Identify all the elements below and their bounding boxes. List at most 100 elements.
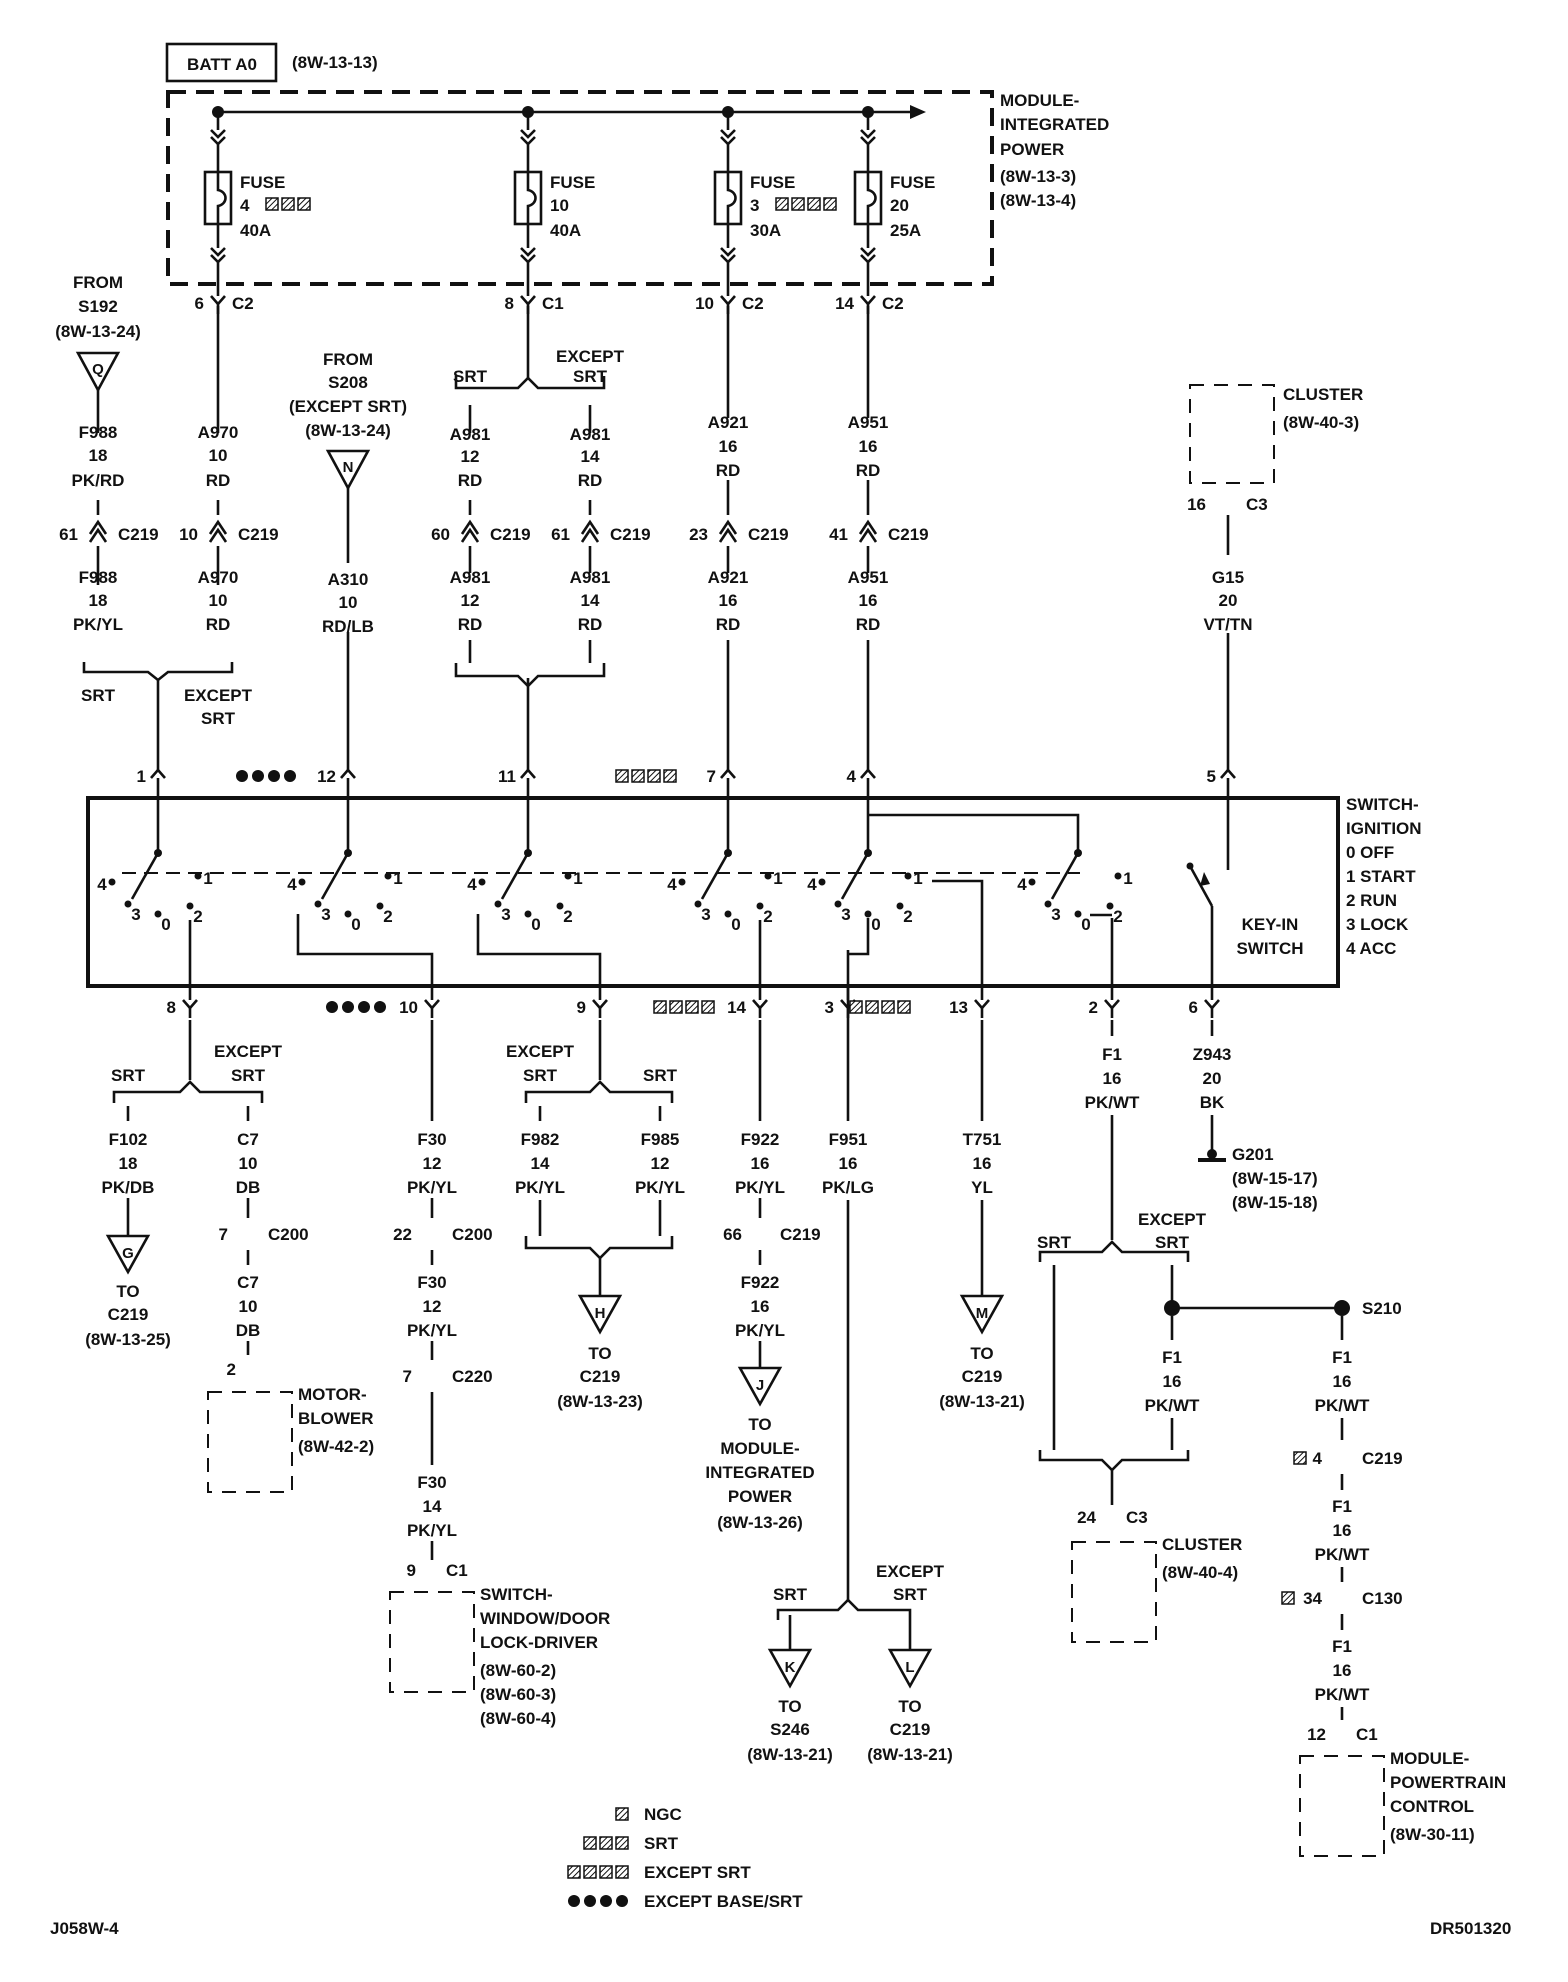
- svg-text:(8W-13-4): (8W-13-4): [1000, 191, 1076, 210]
- svg-text:(8W-13-21): (8W-13-21): [747, 1745, 833, 1764]
- svg-text:CLUSTER: CLUSTER: [1162, 1535, 1242, 1554]
- contact-label: 3: [841, 905, 850, 924]
- svg-text:9: 9: [407, 1561, 416, 1580]
- wire-gauge: 18: [89, 591, 108, 610]
- wire-color: PK/RD: [72, 471, 125, 490]
- svg-text:16: 16: [1333, 1661, 1352, 1680]
- switch-input-pin-1: 1: [137, 767, 166, 798]
- svg-text:18: 18: [119, 1154, 138, 1173]
- contact-label: 4: [667, 875, 677, 894]
- wire-color: PK/YL: [73, 615, 123, 634]
- svg-text:10: 10: [239, 1154, 258, 1173]
- pin-arrow: [340, 768, 356, 779]
- connector-name: C219: [888, 525, 929, 544]
- inline-connector: [88, 527, 108, 543]
- contact-label: 0: [731, 915, 740, 934]
- wire-gauge: 16: [859, 437, 878, 456]
- wire-gauge: 16: [719, 437, 738, 456]
- contact-label: 1: [203, 869, 212, 888]
- wire-code: A310: [328, 570, 369, 589]
- option-hatch: [583, 1865, 597, 1879]
- legend-entry-0: NGC: [615, 1805, 682, 1824]
- pin-arrow: [1220, 768, 1236, 779]
- svg-text:(8W-13-21): (8W-13-21): [867, 1745, 953, 1764]
- option-hatch: [701, 1000, 715, 1014]
- svg-text:12: 12: [423, 1297, 442, 1316]
- inline-connector: [858, 527, 878, 543]
- svg-text:(8W-30-11): (8W-30-11): [1390, 1825, 1475, 1844]
- pin-number: 2: [1089, 998, 1098, 1017]
- fuse-element: [866, 172, 877, 224]
- contact-dot: [376, 902, 384, 910]
- contact-dot: [298, 878, 306, 886]
- svg-text:PK/YL: PK/YL: [735, 1321, 785, 1340]
- y-connector: [182, 999, 198, 1010]
- fuse-element: [216, 172, 227, 224]
- svg-text:(8W-13-24): (8W-13-24): [55, 322, 141, 341]
- svg-text:0 OFF: 0 OFF: [1346, 843, 1394, 862]
- contact-label: 2: [1113, 907, 1122, 926]
- svg-text:F30: F30: [417, 1473, 446, 1492]
- option-hatch: [615, 1807, 629, 1821]
- svg-text:SRT: SRT: [773, 1585, 808, 1604]
- contact-dot: [524, 910, 532, 918]
- svg-text:TO: TO: [588, 1344, 611, 1363]
- svg-text:M: M: [976, 1305, 989, 1322]
- fuse-number: 3: [750, 196, 759, 215]
- pin-arrow: [520, 768, 536, 779]
- option-dot: [568, 1895, 580, 1907]
- svg-text:C7: C7: [237, 1273, 259, 1292]
- connector-pin: 6: [195, 294, 204, 313]
- option-dot: [358, 1001, 370, 1013]
- connector-name: C219: [118, 525, 159, 544]
- connector-pin: 10: [179, 525, 198, 544]
- wire-gauge: 10: [209, 446, 228, 465]
- contact-dot: [834, 900, 842, 908]
- y-connector: [720, 295, 736, 306]
- option-hatch: [807, 197, 821, 211]
- y-connector: [752, 999, 768, 1010]
- svg-text:L: L: [905, 1659, 914, 1676]
- svg-text:SWITCH-: SWITCH-: [480, 1585, 553, 1604]
- svg-text:F30: F30: [417, 1130, 446, 1149]
- contact-dot: [194, 872, 202, 880]
- mip-dashed-box: [166, 90, 994, 286]
- connector-name: C2: [232, 294, 254, 313]
- svg-text:F982: F982: [521, 1130, 560, 1149]
- fuse-amperage: 30A: [750, 221, 781, 240]
- option-hatch: [663, 769, 677, 783]
- svg-text:BLOWER: BLOWER: [298, 1409, 374, 1428]
- svg-text:K: K: [785, 1659, 796, 1676]
- svg-text:PK/WT: PK/WT: [1315, 1685, 1370, 1704]
- option-hatch: [849, 1000, 863, 1014]
- svg-text:16: 16: [1333, 1521, 1352, 1540]
- svg-text:PK/WT: PK/WT: [1315, 1545, 1370, 1564]
- contact-dot: [1106, 902, 1114, 910]
- svg-text:2: 2: [227, 1360, 236, 1379]
- switch-input-pin-12: 12: [236, 767, 356, 798]
- option-hatch: [791, 197, 805, 211]
- wire-gauge: 16: [859, 591, 878, 610]
- svg-text:22: 22: [393, 1225, 412, 1244]
- contact-dot: [1028, 878, 1036, 886]
- svg-text:YL: YL: [971, 1178, 993, 1197]
- y-connector: [974, 999, 990, 1010]
- svg-text:PK/YL: PK/YL: [735, 1178, 785, 1197]
- wire-code: A970: [198, 423, 239, 442]
- svg-text:IGNITION: IGNITION: [1346, 819, 1422, 838]
- legend-entry-3: EXCEPT BASE/SRT: [568, 1892, 803, 1911]
- bus-arrow: [910, 105, 926, 119]
- y-connector: [424, 999, 440, 1010]
- pin-arrow: [150, 768, 166, 779]
- wire-gauge: 16: [719, 591, 738, 610]
- contact-dot: [818, 878, 826, 886]
- svg-text:DB: DB: [236, 1178, 261, 1197]
- svg-text:J: J: [756, 1377, 764, 1394]
- y-connector: [210, 295, 226, 306]
- svg-text:4 ACC: 4 ACC: [1346, 939, 1396, 958]
